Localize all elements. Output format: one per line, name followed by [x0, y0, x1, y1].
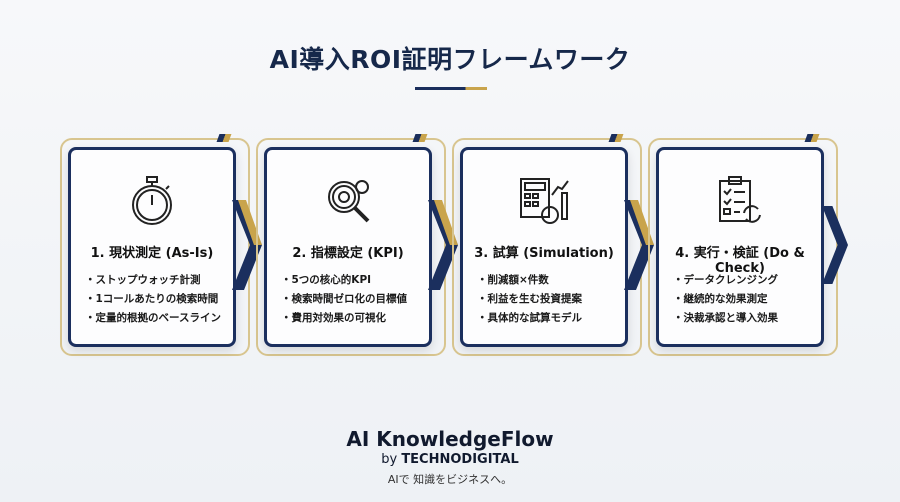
list-item: データクレンジング [673, 271, 779, 290]
step-card-3: 3. 試算 (Simulation) 削減額×件数 利益を生む投資提案 具体的な… [452, 138, 642, 356]
step-card-1: 1. 現状測定 (As-Is) ストップウォッチ計測 1コールあたりの検索時間 … [60, 138, 250, 356]
company-name: TECHNODIGITAL [401, 452, 519, 467]
list-item: 削減額×件数 [477, 271, 582, 290]
list-item: 利益を生む投資提案 [477, 290, 583, 309]
tagline: AIで 知識をビジネスへ。 [387, 473, 513, 486]
gear-magnifier-icon [328, 180, 370, 223]
step-card-4: 4. 実行・検証 (Do & Check) データクレンジング 継続的な効果測定… [648, 138, 838, 356]
brand-byline: by TECHNODIGITAL [0, 452, 900, 467]
page-title: AI導入ROI証明フレームワーク [269, 45, 631, 74]
list-item: 定量的根拠のベースライン [85, 309, 221, 328]
clipboard-cycle-icon [719, 176, 761, 223]
step-heading: 3. 試算 (Simulation) [474, 246, 614, 261]
list-item: 5つの核心的KPI [281, 271, 407, 290]
calculator-chart-icon [520, 178, 569, 224]
list-item: 検索時間ゼロ化の目標値 [281, 290, 408, 309]
card-frame [60, 138, 250, 356]
card-frame [256, 138, 446, 356]
by-label: by [381, 452, 398, 467]
step-heading: 2. 指標設定 (KPI) [292, 246, 404, 261]
title-underline [415, 87, 487, 90]
list-item: 具体的な試算モデル [477, 309, 583, 328]
list-item: 継続的な効果測定 [673, 290, 778, 309]
step-card-2: 2. 指標設定 (KPI) 5つの核心的KPI 検索時間ゼロ化の目標値 費用対効… [256, 138, 446, 356]
list-item: ストップウォッチ計測 [85, 271, 221, 290]
card-frame [452, 138, 642, 356]
stopwatch-icon [132, 176, 172, 225]
brand-name: AI KnowledgeFlow [346, 427, 554, 451]
list-item: 決裁承認と導入効果 [673, 309, 779, 328]
list-item: 費用対効果の可視化 [281, 309, 407, 328]
list-item: 1コールあたりの検索時間 [85, 290, 221, 309]
step-heading: 1. 現状測定 (As-Is) [90, 246, 214, 261]
chevron-arrow-icon [822, 206, 848, 284]
